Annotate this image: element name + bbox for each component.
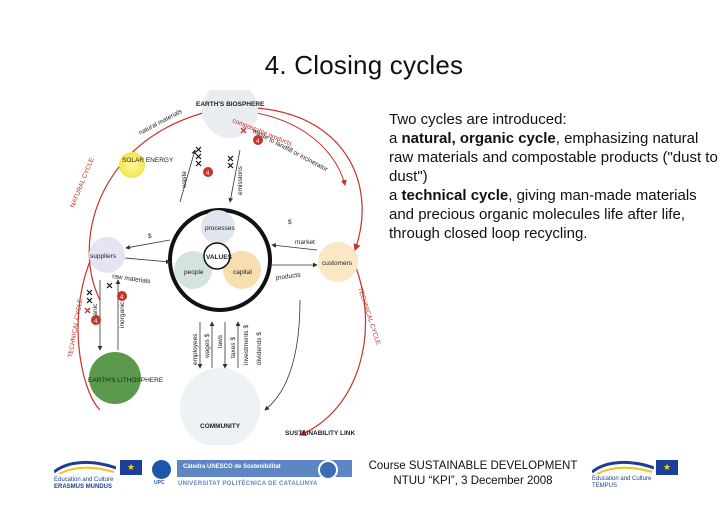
natural-cycle-label: NATURAL CYCLE [69,156,96,208]
products-label: products [275,271,301,282]
marker-4-lower-text: 4 [94,319,98,325]
emissions-label: emissions [237,165,244,195]
technical-cycle-left-label: TECHNICAL CYCLE [67,297,84,358]
biosphere-label: EARTH'S BIOSPHERE [196,101,265,108]
marker-4-left-text: 4 [120,295,124,301]
upc-logo-icon [152,460,171,479]
natural-prefix: a [389,130,402,147]
natural-cycle-paragraph: a natural, organic cycle, emphasizing na… [389,129,724,186]
unesco-chair-bar: Càtedra UNESCO de Sostenibilitat [177,460,352,477]
suppliers-label: suppliers [90,253,117,260]
technical-cycle-arc-left [77,249,101,411]
technical-cycle-arc-right [298,264,367,437]
employees-label: employees [192,333,199,365]
eu-flag-left-icon [120,460,142,475]
marker-4-mid [203,167,213,177]
organic-label: organic [92,303,99,325]
marker-4-top-text: 4 [256,139,260,145]
education-culture-left: Education and Culture ERASMUS MUNDUS [54,477,124,491]
natural-cycle-bold: natural, organic cycle [401,130,556,147]
processes-circle [201,210,235,244]
solar-energy-label: SOLAR ENERGY [122,157,174,164]
slide-title: 4. Closing cycles [264,50,464,80]
eu-swoosh-left-icon [54,460,116,475]
taxes-label: taxes $ [230,337,237,358]
people-label: people [184,269,204,276]
community-circle [180,368,260,445]
education-culture-right-text: Education and Culture [592,476,652,482]
dollar-label-1: $ [148,233,152,240]
inorganic-label: inorganic [119,301,126,328]
market-label: market [295,239,315,246]
wages-label: wages $ [204,333,211,359]
upc-name-text: UNIVERSITAT POLITÈCNICA DE CATALUNYA [178,481,318,487]
marker-4-lower [91,315,101,325]
eu-flag-right-icon [656,460,678,475]
block-markers [86,146,234,304]
investments-label: investments $ [243,325,250,365]
technical-prefix: a [389,187,402,204]
erasmus-mundus-text: ERASMUS MUNDUS [54,484,113,490]
technical-cycle-paragraph: a technical cycle, giving man-made mater… [389,186,724,243]
lithosphere-label: EARTH'S LITHOSPHERE [88,377,164,384]
biosphere-circle [202,90,258,138]
cycles-diagram: EARTH'S BIOSPHERE SOLAR ENERGY processes… [60,90,390,445]
technical-cycle-bold: technical cycle [401,187,509,204]
course-info: Course SUSTAINABLE DEVELOPMENT NTUU “KPI… [356,459,590,489]
values-label: VALUES [206,254,233,261]
unesco-chair-text: Càtedra UNESCO de Sostenibilitat [183,464,281,470]
education-culture-right: Education and Culture TEMPUS [592,476,682,490]
lithosphere-circle [89,352,141,404]
marker-4-left [117,291,127,301]
sustainability-link-label: SUSTAINABILITY LINK [285,430,355,437]
technical-cycle-text: , giving man-made materials and precious… [389,187,697,242]
tempus-text: TEMPUS [592,483,618,489]
solar-energy-circle [119,152,145,178]
natural-cycle-text: , emphasizing natural raw materials and … [389,130,718,185]
marker-4-mid-text: 4 [206,171,210,177]
suppliers-circle [89,237,125,273]
intro-line: Two cycles are introduced: [389,111,567,128]
cycles-diagram-svg: EARTH'S BIOSPHERE SOLAR ENERGY processes… [67,90,382,445]
upc-logo-text: UPC [154,480,165,486]
capital-label: capital [233,269,252,276]
processes-label: processes [205,225,235,232]
waste-label: waste [181,171,188,189]
technical-cycle-right-label: TECHNICAL CYCLE [356,286,381,346]
values-circle [203,242,231,270]
customers-circle [318,242,358,282]
marker-4-top [253,135,263,145]
course-line-1: Course SUSTAINABLE DEVELOPMENT [368,460,578,472]
capital-circle [223,251,261,289]
eu-swoosh-right-icon [592,460,654,475]
slide-body-text: Two cycles are introduced: a natural, or… [389,110,724,243]
community-label: COMMUNITY [200,423,241,430]
laws-label: laws [217,334,224,348]
customers-label: customers [322,260,353,267]
people-circle [174,251,212,289]
dividends-label: dividends $ [256,332,263,365]
education-culture-left-text: Education and Culture [54,477,114,483]
dollar-label-2: $ [288,219,292,226]
course-line-2: NTUU “KPI”, 3 December 2008 [393,475,553,487]
globe-icon [318,460,338,480]
waste-to-landfill-label: waste to landfill or incinerator [250,127,329,174]
